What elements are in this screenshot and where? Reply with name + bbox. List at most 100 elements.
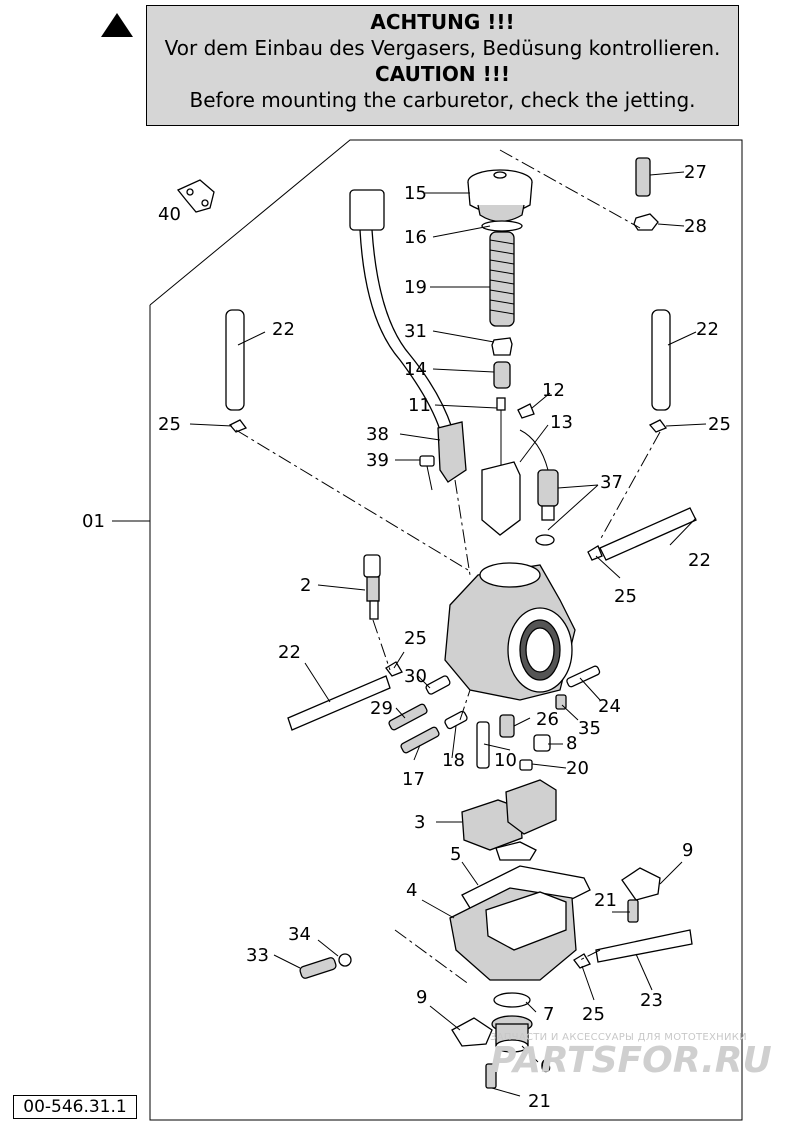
callout-15: 15 [404,183,427,204]
part-26-jet [499,714,515,738]
caution-notice: ACHTUNG !!! Vor dem Einbau des Vergasers… [146,5,739,126]
callout-22-lower-left: 22 [278,642,301,663]
part-8-jet [533,734,551,752]
callout-4: 4 [406,880,417,901]
callout-21-right: 21 [594,890,617,911]
callout-14: 14 [404,359,427,380]
part-29-screw [388,703,428,731]
callout-28: 28 [684,216,707,237]
part-2-air-screw [363,554,381,620]
part-7-o-ring [493,992,531,1008]
part-21-screw-right [627,899,639,923]
part-39-screw [419,455,435,491]
carburetor-body [444,562,576,701]
part-33-screw [299,957,337,979]
part-25-clip-mid-left [385,661,403,677]
callout-31: 31 [404,321,427,342]
callout-27: 27 [684,162,707,183]
part-3-float [461,779,557,861]
callout-38: 38 [366,424,389,445]
part-13-slide [481,461,521,536]
callout-25-mid-left: 25 [404,628,427,649]
callout-3: 3 [414,812,425,833]
part-21-screw-lower [485,1063,497,1089]
callout-01: 01 [82,511,105,532]
part-15-top-cap [467,169,533,223]
callout-23: 23 [640,990,663,1011]
part-40-bracket [176,179,215,213]
callout-9-lower: 9 [416,987,427,1008]
callout-18: 18 [442,750,465,771]
part-35-plug [555,694,567,710]
callout-20: 20 [566,758,589,779]
part-22-hose-right [651,309,671,411]
callout-25-left: 25 [158,414,181,435]
callout-2: 2 [300,575,311,596]
callout-39: 39 [366,450,389,471]
part-25-clip-mid-right [587,545,603,561]
part-37-sensor [519,429,559,546]
part-16-gasket [481,220,523,232]
callout-leaders [112,171,707,1097]
callout-11: 11 [408,395,431,416]
callout-17: 17 [402,769,425,790]
part-22-hose-lower-left [287,675,391,731]
warning-heading-de: ACHTUNG !!! [370,10,515,34]
part-34-o-ring [338,953,352,967]
assembly-lines [235,149,661,986]
part-11-needle [496,397,506,470]
callout-21-lower: 21 [528,1091,551,1112]
callout-10: 10 [494,750,517,771]
part-22-hose-mid-right [599,507,697,561]
part-25-clip-left [228,419,248,433]
watermark-subtitle: ЗАПЧАСТИ И АКСЕССУАРЫ ДЛЯ МОТОТЕХНИКИ [490,1032,747,1043]
callout-12: 12 [542,380,565,401]
callout-34: 34 [288,924,311,945]
warning-heading-en: CAUTION !!! [375,62,510,86]
callout-33: 33 [246,945,269,966]
callout-25-lower: 25 [582,1004,605,1025]
callout-19: 19 [404,277,427,298]
warning-text-en: Before mounting the carburetor, check th… [189,88,696,112]
part-38-throttle-cable [349,189,467,483]
callout-40: 40 [158,204,181,225]
part-25-clip-right [648,419,668,433]
callout-13: 13 [550,412,573,433]
callout-37: 37 [600,472,623,493]
document-number: 00-546.31.1 [13,1095,137,1119]
callout-25-mid-right: 25 [614,586,637,607]
part-31-clip [491,337,513,356]
callout-22-upper-right: 22 [696,319,719,340]
callout-26: 26 [536,709,559,730]
part-24-vent-tube [566,665,601,688]
part-27-stud [635,157,651,197]
callout-22-mid-right: 22 [688,550,711,571]
part-25-clip-lower [573,953,591,969]
part-6-drain-plug [491,1015,533,1053]
callout-9-right: 9 [682,840,693,861]
part-28-nut [633,213,659,231]
part-14-needle-holder [493,361,511,389]
callout-5: 5 [450,844,461,865]
callout-16: 16 [404,227,427,248]
callout-6: 6 [540,1056,551,1077]
part-22-hose-left [225,309,245,411]
callout-29: 29 [370,698,393,719]
callout-25-right: 25 [708,414,731,435]
part-30-spring [425,675,451,695]
watermark-logo: PARTSFOR.RU [490,1040,772,1081]
part-17-screw [400,726,440,754]
part-12-clip [517,403,535,419]
part-4-float-bowl [449,887,577,981]
callout-7: 7 [543,1004,554,1025]
callout-24: 24 [598,696,621,717]
warning-text-de: Vor dem Einbau des Vergasers, Bedüsung k… [164,36,721,60]
callout-22-upper-left: 22 [272,319,295,340]
callout-35: 35 [578,718,601,739]
part-19-spring [489,231,515,327]
assembly-boundary [149,139,743,1121]
callout-8: 8 [566,733,577,754]
callout-30: 30 [404,666,427,687]
part-9-plate-lower [451,1017,493,1047]
